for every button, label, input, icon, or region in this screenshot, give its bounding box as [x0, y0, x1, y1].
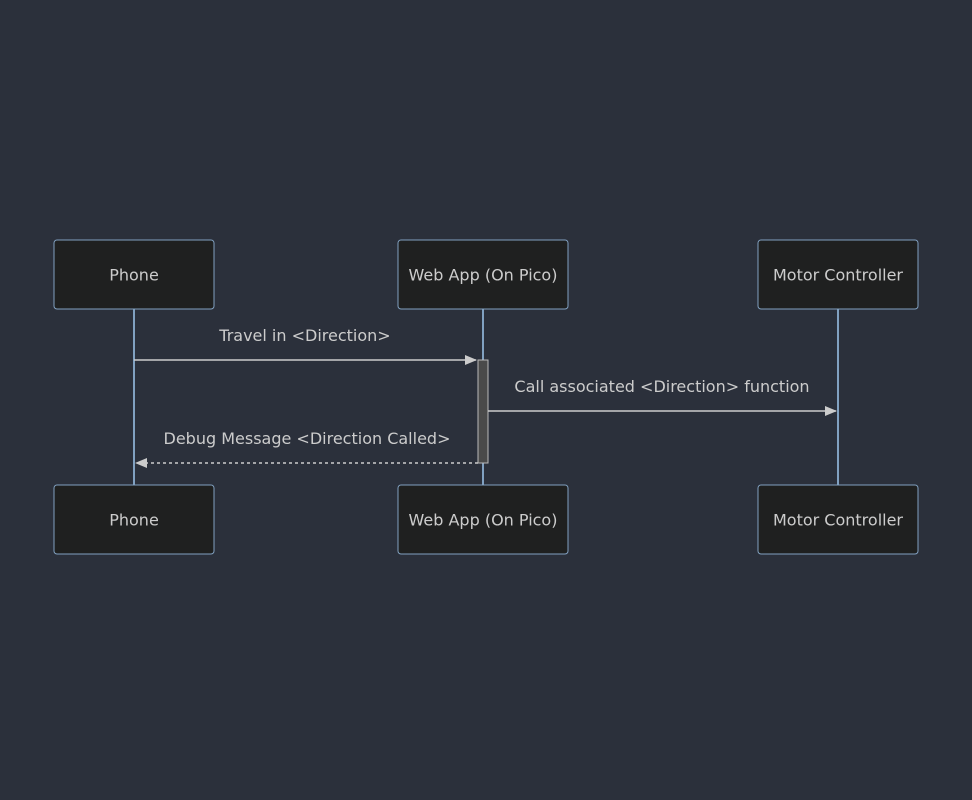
actor-label-webapp: Web App (On Pico): [409, 511, 558, 530]
actor-label-webapp: Web App (On Pico): [409, 266, 558, 285]
actor-rect: [397, 239, 569, 310]
actor-rect: [757, 239, 919, 310]
message-label-0: Travel in <Direction>: [218, 326, 390, 345]
actor-box-webapp-top: Web App (On Pico): [397, 239, 569, 310]
actor-label-motor: Motor Controller: [773, 511, 903, 530]
actor-label-phone: Phone: [109, 511, 159, 530]
actor-rect: [397, 484, 569, 555]
activation-bar-webapp: [477, 359, 489, 464]
actor-box-phone-top: Phone: [53, 239, 215, 310]
message-label-1: Call associated <Direction> function: [514, 377, 809, 396]
actor-rect: [757, 484, 919, 555]
actor-rect: [53, 239, 215, 310]
message-0: Travel in <Direction>: [134, 326, 477, 365]
actor-rect: [53, 484, 215, 555]
actor-box-webapp-bottom: Web App (On Pico): [397, 484, 569, 555]
message-2: Debug Message <Direction Called>: [135, 429, 478, 468]
message-1: Call associated <Direction> function: [488, 377, 837, 416]
actor-box-motor-bottom: Motor Controller: [757, 484, 919, 555]
message-label-2: Debug Message <Direction Called>: [164, 429, 451, 448]
actor-box-motor-top: Motor Controller: [757, 239, 919, 310]
actor-label-phone: Phone: [109, 266, 159, 285]
actor-box-phone-bottom: Phone: [53, 484, 215, 555]
actor-label-motor: Motor Controller: [773, 266, 903, 285]
